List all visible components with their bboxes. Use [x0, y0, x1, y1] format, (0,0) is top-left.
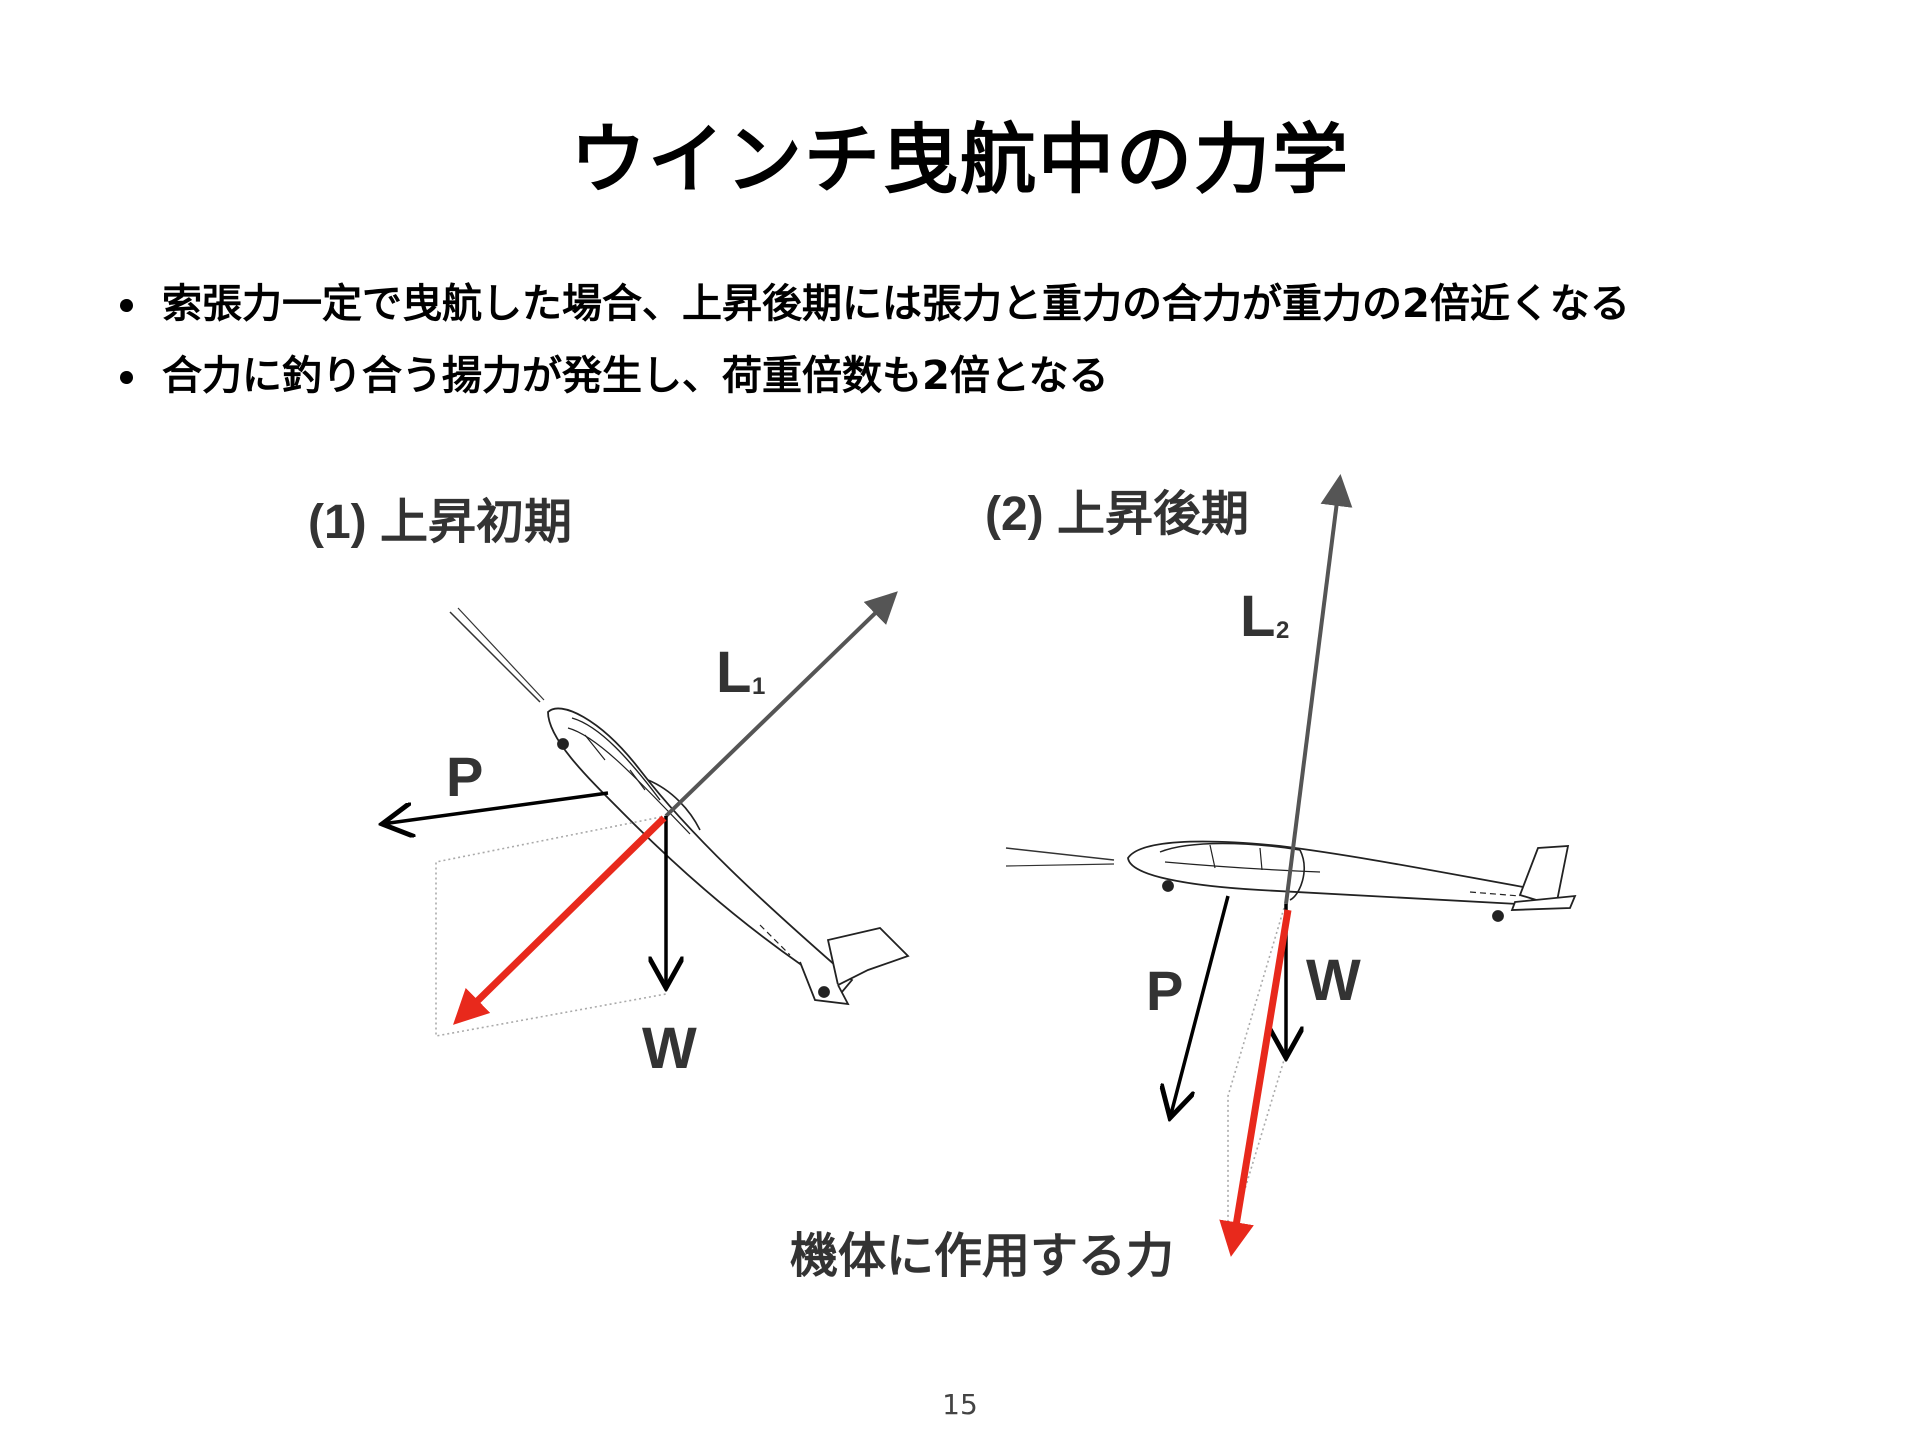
- parallelogram-construction: [1227, 907, 1285, 1246]
- lift-label-l1: L: [716, 640, 751, 705]
- resultant-vector-2: [1219, 909, 1292, 1257]
- resultant-caption: 機体に作用する力: [790, 1230, 1174, 1283]
- lift-subscript-l2: 2: [1276, 617, 1289, 644]
- tension-vector-p2: [1170, 895, 1230, 1118]
- bullet-item: 合力に釣り合う揚力が発生し、荷重倍数も2倍となる: [118, 340, 1630, 412]
- lift-label-l2: L: [1240, 584, 1275, 649]
- weight-label-w2: W: [1306, 948, 1361, 1013]
- parallelogram-construction: [435, 815, 667, 1037]
- panel-1-label: (1) 上昇初期: [308, 496, 572, 549]
- lift-vector-l1: [664, 591, 898, 818]
- winch-cable: [449, 607, 545, 703]
- page-number: 15: [942, 1388, 978, 1421]
- winch-cable: [1005, 847, 1115, 867]
- glider-climbing-steep: [547, 707, 910, 1006]
- tension-vector-p1: [382, 791, 609, 824]
- lift-subscript-l1: 1: [752, 673, 765, 700]
- panel-1: (1) 上昇初期 L 1 P W: [308, 496, 910, 1081]
- tension-label-p2: P: [1146, 959, 1183, 1022]
- tension-label-p1: P: [446, 745, 483, 808]
- bullet-item: 索張力一定で曳航した場合、上昇後期には張力と重力の合力が重力の2倍近くなる: [118, 268, 1630, 340]
- lift-vector-l2: [1284, 474, 1353, 905]
- slide-title: ウインチ曳航中の力学: [570, 115, 1350, 204]
- panel-2-label: (2) 上昇後期: [985, 488, 1249, 541]
- glider-climbing-late: [1127, 840, 1577, 922]
- panel-2: (2) 上昇後期 L 2 P W: [790, 474, 1577, 1283]
- weight-label-w1: W: [642, 1016, 697, 1081]
- resultant-vector-1: [453, 815, 667, 1025]
- bullet-list: 索張力一定で曳航した場合、上昇後期には張力と重力の合力が重力の2倍近くなる 合力…: [118, 268, 1630, 412]
